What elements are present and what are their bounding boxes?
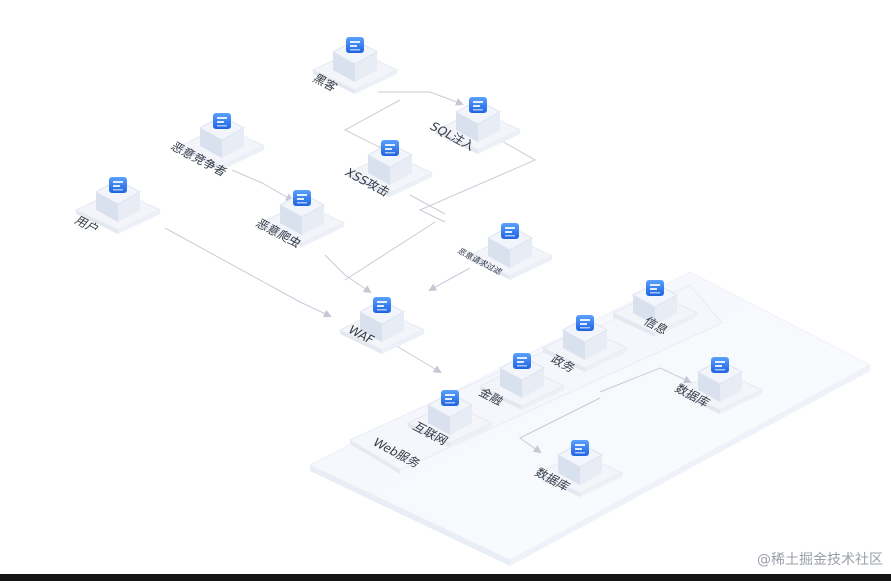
node-finance: [478, 353, 566, 410]
code-icon: [381, 140, 399, 156]
connector-web-db-left: [519, 397, 601, 454]
connector-competitor-crawler: [231, 169, 294, 201]
node-crawler: [258, 190, 346, 247]
node-db-left: [536, 440, 624, 497]
node-xss: [346, 140, 434, 197]
connectors: [164, 91, 692, 454]
database-icon: [571, 440, 589, 456]
info-card-icon: [646, 280, 664, 296]
node-competitor: [178, 113, 266, 170]
database-icon: [711, 357, 729, 373]
bottom-border: [0, 574, 891, 581]
coin-icon: [513, 353, 531, 369]
person-icon: [346, 37, 364, 53]
firewall-icon: [373, 297, 391, 313]
node-info: [611, 280, 699, 337]
connector-waf-web: [394, 344, 442, 374]
person-icon: [109, 177, 127, 193]
filter-icon: [501, 223, 519, 239]
nodes-layer: [74, 37, 764, 497]
node-gov: [541, 315, 629, 372]
node-internet: [406, 390, 494, 447]
connector-hacker-sql: [378, 91, 464, 106]
node-db-right: [676, 357, 764, 414]
connector-sql-merge: [418, 139, 537, 223]
node-user: [74, 177, 162, 234]
document-icon: [213, 113, 231, 129]
node-sql: [434, 97, 522, 154]
database-inject-icon: [469, 97, 487, 113]
connector-hacker-xss: [343, 99, 401, 151]
connector-malreq-waf: [428, 267, 471, 291]
connector-user-waf: [164, 227, 301, 303]
node-waf: [338, 297, 426, 354]
building-icon: [576, 315, 594, 331]
node-malreq: [466, 223, 554, 280]
connector-merge-waf: [344, 221, 436, 281]
connector-crawler-waf: [324, 254, 372, 294]
node-hacker: [311, 37, 399, 94]
web-service-platform: [308, 271, 872, 566]
globe-icon: [441, 390, 459, 406]
connector-web-db-right: [599, 367, 692, 393]
bug-icon: [293, 190, 311, 206]
watermark: @稀土掘金技术社区: [757, 552, 883, 568]
connector-xss-merge: [409, 194, 446, 215]
connector-user-waf-tail: [299, 301, 332, 318]
